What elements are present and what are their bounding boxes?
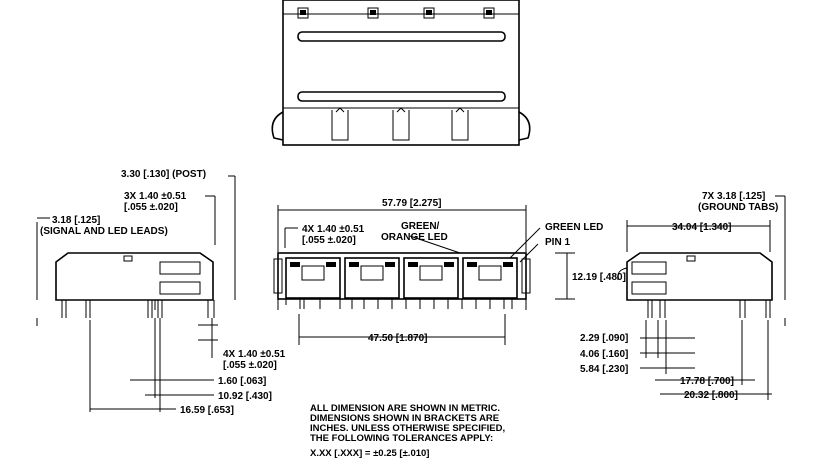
green-orange-label-a: GREEN/	[401, 221, 440, 232]
left-4x-label-a: 4X 1.40 ±0.51	[223, 349, 286, 360]
signal-leads-label-a: 3.18 [.125]	[52, 215, 100, 226]
note-line-1: ALL DIMENSION ARE SHOWN IN METRIC.	[310, 403, 500, 414]
front-4x-label-a: 4X 1.40 ±0.51	[302, 224, 365, 235]
ground-tabs-label-a: 7X 3.18 [.125]	[702, 191, 765, 202]
dim-406-label: 4.06 [.160]	[580, 349, 628, 360]
dim-584-label: 5.84 [.230]	[580, 364, 628, 375]
left-3x-label-b: [.055 ±.020]	[124, 202, 178, 213]
left-4x-label-b: [.055 ±.020]	[223, 360, 277, 371]
height-1219-label: 12.19 [.480]	[572, 272, 626, 283]
dim-2032-label: 20.32 [.800]	[684, 390, 738, 401]
left-3x-label-a: 3X 1.40 ±0.51	[124, 191, 187, 202]
note-line-4: THE FOLLOWING TOLERANCES APPLY:	[310, 433, 493, 444]
green-orange-label-b: ORANGE LED	[381, 232, 448, 243]
front-view	[273, 205, 575, 345]
dim-160-label: 1.60 [.063]	[218, 376, 266, 387]
note-line-5: X.XX [.XXX] = ±0.25 [±.010]	[310, 448, 429, 459]
pitch-4750-label: 47.50 [1.870]	[368, 333, 428, 344]
dim-229-label: 2.29 [.090]	[580, 333, 628, 344]
depth-3404-label: 34.04 [1.340]	[672, 222, 732, 233]
pin1-label: PIN 1	[545, 237, 570, 248]
green-led-label: GREEN LED	[545, 222, 603, 233]
note-line-2: DIMENSIONS SHOWN IN BRACKETS ARE	[310, 413, 499, 424]
ground-tabs-label-b: (GROUND TABS)	[698, 202, 778, 213]
top-view	[271, 0, 531, 146]
signal-leads-label-b: (SIGNAL AND LED LEADS)	[40, 226, 168, 237]
dimension-labels: 3.30 [.130] (POST) 3X 1.40 ±0.51 [.055 ±…	[40, 169, 778, 416]
overall-width-label: 57.79 [2.275]	[382, 198, 442, 209]
dim-1659-label: 16.59 [.653]	[180, 405, 234, 416]
general-notes: ALL DIMENSION ARE SHOWN IN METRIC. DIMEN…	[310, 403, 505, 459]
post-height-label: 3.30 [.130] (POST)	[121, 169, 206, 180]
dim-1778-label: 17.78 [.700]	[680, 376, 734, 387]
left-side-view	[36, 175, 236, 412]
front-4x-label-b: [.055 ±.020]	[302, 235, 356, 246]
note-line-3: INCHES. UNLESS OTHERWISE SPECIFIED,	[310, 423, 505, 434]
dim-1092-label: 10.92 [.430]	[218, 391, 272, 402]
right-side-view	[617, 195, 786, 400]
